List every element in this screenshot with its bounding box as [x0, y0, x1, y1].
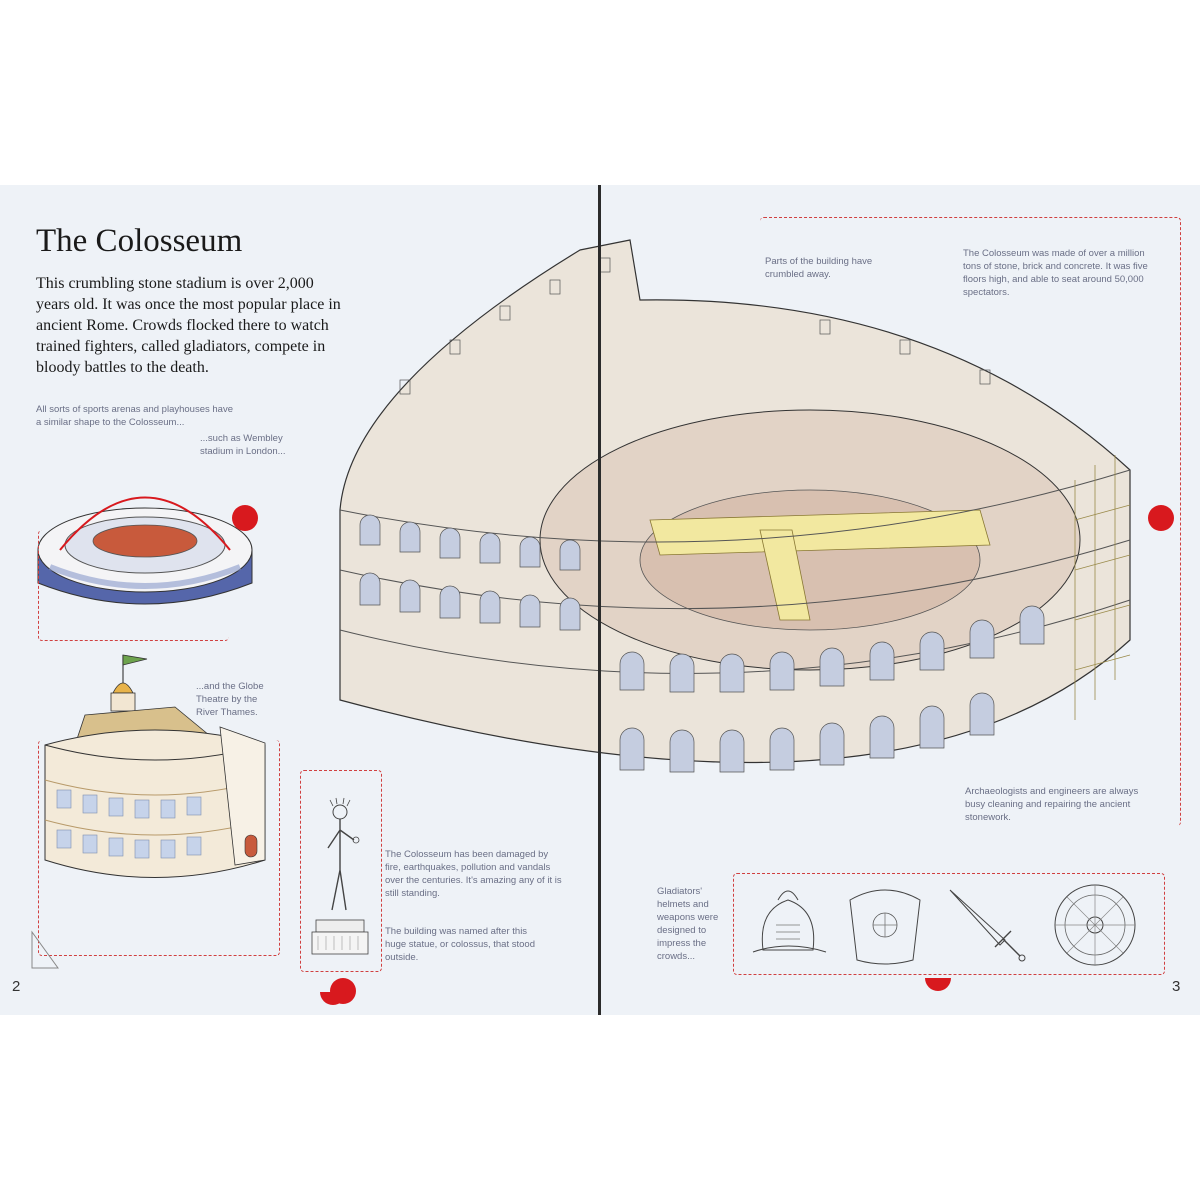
gladiator-sword-icon: [949, 889, 1026, 962]
gladiator-gear-frame: [733, 873, 1165, 975]
intro-paragraph: This crumbling stone stadium is over 2,0…: [36, 275, 341, 376]
colosseum-illustration: [339, 239, 1131, 773]
note-materials: The Colosseum was made of over a million…: [963, 248, 1148, 298]
page-title: The Colosseum: [36, 223, 243, 259]
wembley-stadium-illustration: [37, 496, 253, 605]
statue-panel-frame: [300, 770, 382, 972]
note-globe: ...and the Globe Theatre by the River Th…: [196, 681, 264, 718]
note-damage: The Colosseum has been damaged by fire, …: [385, 849, 562, 899]
note-arenas: All sorts of sports arenas and playhouse…: [36, 404, 233, 428]
page-number-right: 3: [1172, 978, 1181, 995]
page-number-left: 2: [12, 978, 21, 995]
red-marker-dot: [320, 992, 346, 1005]
red-marker-dot: [1148, 505, 1174, 531]
right-page: Parts of the building have crumbled away…: [600, 185, 1200, 1015]
book-spread: The Colosseum This crumbling stone stadi…: [0, 185, 1200, 1015]
globe-theatre-illustration: [44, 654, 266, 878]
note-archaeologists: Archaeologists and engineers are always …: [965, 786, 1139, 823]
red-marker-dot: [925, 978, 951, 991]
note-named: The building was named after this huge s…: [385, 926, 535, 963]
note-wembley: ...such as Wembley stadium in London...: [200, 433, 286, 457]
triangle-ruler-icon: [31, 930, 59, 969]
colossus-statue-illustration: [311, 797, 369, 955]
gladiator-shield-icon: [1054, 884, 1136, 966]
note-gladiators: Gladiators' helmets and weapons were des…: [657, 886, 719, 962]
red-marker-dot: [232, 505, 258, 531]
globe-frame: [38, 740, 280, 956]
gladiator-armor-illustration: [849, 889, 921, 965]
note-crumbled: Parts of the building have crumbled away…: [765, 256, 873, 280]
wembley-frame: [38, 530, 229, 641]
left-page: The Colosseum This crumbling stone stadi…: [0, 185, 600, 1015]
book-spine: [598, 185, 601, 1015]
top-notes-frame: [760, 217, 1181, 826]
gladiator-helmet-illustration: [752, 890, 827, 953]
